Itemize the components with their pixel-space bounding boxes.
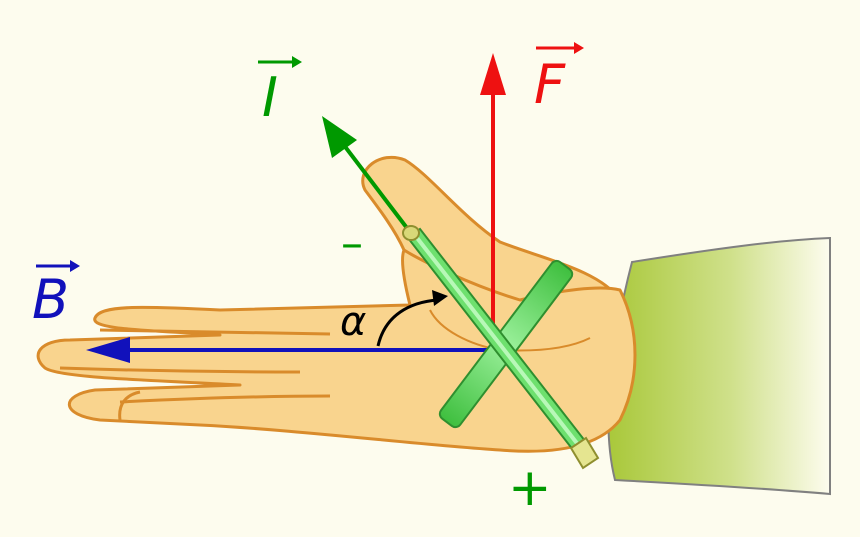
conductor-end-top (402, 225, 420, 241)
label-i-text: I (262, 66, 278, 129)
label-b-text: B (32, 268, 69, 331)
label-f-text: F (534, 53, 566, 116)
label-b: B (32, 260, 80, 331)
conductor (402, 225, 600, 470)
field-vector-b (86, 337, 492, 363)
finger-line-3 (119, 394, 331, 404)
current-vector-i (322, 116, 412, 234)
label-i: I (258, 56, 302, 129)
conductor-end-bottom (569, 436, 600, 470)
finger-line-2 (59, 366, 301, 374)
finger-bottom (118, 390, 141, 421)
label-f: F (534, 42, 584, 116)
sleeve (607, 236, 831, 496)
finger-line-1 (99, 328, 331, 336)
label-alpha: α (340, 299, 366, 345)
force-vector-f (480, 53, 506, 338)
label-plus: + (508, 458, 552, 518)
label-minus: – (341, 218, 363, 269)
angle-arc (376, 290, 448, 347)
